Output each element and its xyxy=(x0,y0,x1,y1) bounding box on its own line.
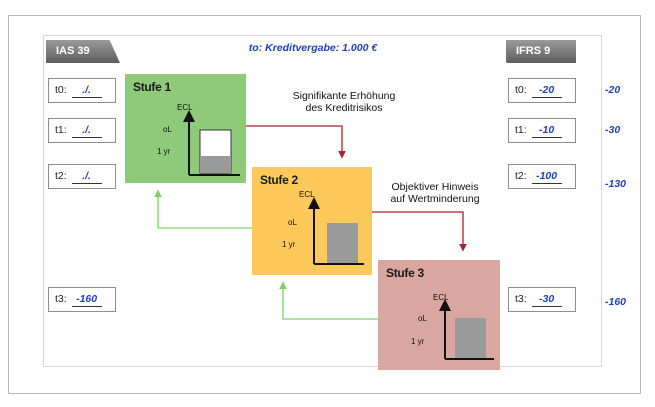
ifrs9-t0-box: t0: -20 xyxy=(508,78,576,103)
ifrs9-t3-box: t3: -30 xyxy=(508,287,576,312)
ias39-t3-box: t3: -160 xyxy=(48,287,116,312)
stage-3-lifetime-bar xyxy=(455,318,486,358)
ifrs9-t0-label: t0: xyxy=(515,84,527,96)
ias39-t0-value: ./. xyxy=(71,84,102,98)
stage-1-title: Stufe 1 xyxy=(133,80,171,94)
note-objective-evidence: Objektiver Hinweis auf Wertminderung xyxy=(380,181,490,205)
ias39-t1-value: ./. xyxy=(71,124,102,138)
note-significant-increase-line1: Signifikante Erhöhung xyxy=(292,90,396,102)
total-t1: -30 xyxy=(605,124,621,136)
ifrs9-t0-value: -20 xyxy=(531,84,562,98)
ifrs9-t2-value: -100 xyxy=(531,170,562,184)
stage-3-yr-label: 1 yr xyxy=(411,337,425,346)
stage-1-ecl-label: ECL xyxy=(177,103,193,112)
diagram-headline: to: Kreditvergabe: 1.000 € xyxy=(248,42,378,54)
stage-2-yr-label: 1 yr xyxy=(282,240,296,249)
ias39-t2-value: ./. xyxy=(71,170,102,184)
note-significant-increase-line2: des Kreditrisikos xyxy=(305,102,383,114)
stage-2-box: Stufe 2 ECL oL 1 yr xyxy=(252,167,372,275)
total-t2: -130 xyxy=(605,178,627,190)
ias39-t2-label: t2: xyxy=(55,170,67,182)
stage-1-chart: ECL oL 1 yr xyxy=(157,103,240,176)
ifrs9-t2-box: t2: -100 xyxy=(508,164,576,189)
ias39-t0-label: t0: xyxy=(55,84,67,96)
total-t3: -160 xyxy=(605,296,627,308)
stage-3-ol-label: oL xyxy=(418,314,427,323)
note-objective-evidence-line1: Objektiver Hinweis xyxy=(391,181,479,193)
stage-3-ecl-label: ECL xyxy=(433,293,449,302)
ias39-t1-box: t1: ./. xyxy=(48,118,116,143)
ias39-t2-box: t2: ./. xyxy=(48,164,116,189)
stage-1-ol-label: oL xyxy=(163,125,172,134)
ifrs9-t1-box: t1: -10 xyxy=(508,118,576,143)
ias39-t3-value: -160 xyxy=(71,293,102,307)
stage-1-yr-label: 1 yr xyxy=(157,147,171,156)
total-t0: -20 xyxy=(605,84,621,96)
stage-2-ecl-label: ECL xyxy=(299,190,315,199)
ifrs9-tab: IFRS 9 xyxy=(506,40,576,63)
note-objective-evidence-line2: auf Wertminderung xyxy=(390,193,480,205)
ifrs9-t3-value: -30 xyxy=(531,293,562,307)
ias39-t0-box: t0: ./. xyxy=(48,78,116,103)
stage-2-ol-label: oL xyxy=(288,218,297,227)
note-significant-increase: Signifikante Erhöhung des Kreditrisikos xyxy=(282,90,406,114)
ifrs9-t3-label: t3: xyxy=(515,293,527,305)
stage-3-box: Stufe 3 ECL oL 1 yr xyxy=(378,260,500,370)
stage-2-title: Stufe 2 xyxy=(260,173,298,187)
diagram-inner-frame xyxy=(43,35,602,367)
stage-1-box: Stufe 1 ECL oL 1 yr xyxy=(125,74,246,183)
ias39-tab: IAS 39 xyxy=(46,40,120,63)
stage-2-chart: ECL oL 1 yr xyxy=(282,190,364,265)
stage-2-lifetime-bar xyxy=(327,223,358,263)
ifrs9-t1-value: -10 xyxy=(531,124,562,138)
ifrs9-t1-label: t1: xyxy=(515,124,527,136)
ifrs9-t2-label: t2: xyxy=(515,170,527,182)
ias39-t1-label: t1: xyxy=(55,124,67,136)
stage-3-chart: ECL oL 1 yr xyxy=(411,293,494,360)
stage-3-title: Stufe 3 xyxy=(386,266,424,280)
ias39-t3-label: t3: xyxy=(55,293,67,305)
stage-1-12m-bar xyxy=(200,156,231,173)
